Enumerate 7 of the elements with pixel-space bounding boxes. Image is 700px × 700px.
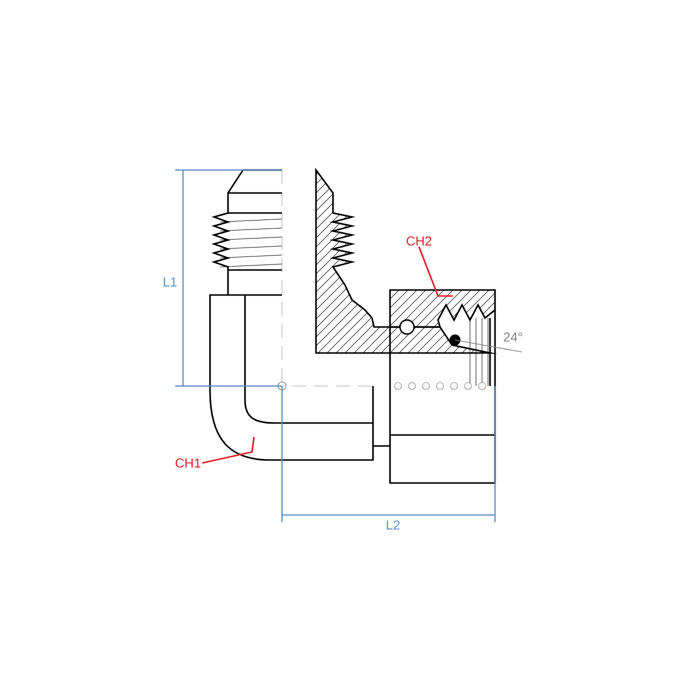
- callout-label: CH2: [406, 236, 432, 246]
- leader-line: [418, 246, 453, 297]
- callout-label: CH1: [176, 458, 200, 468]
- angle-label: 24°: [504, 332, 522, 342]
- dimension-label: L1: [164, 278, 177, 286]
- dimension-label: L2: [386, 520, 400, 530]
- leader-line: [202, 436, 255, 464]
